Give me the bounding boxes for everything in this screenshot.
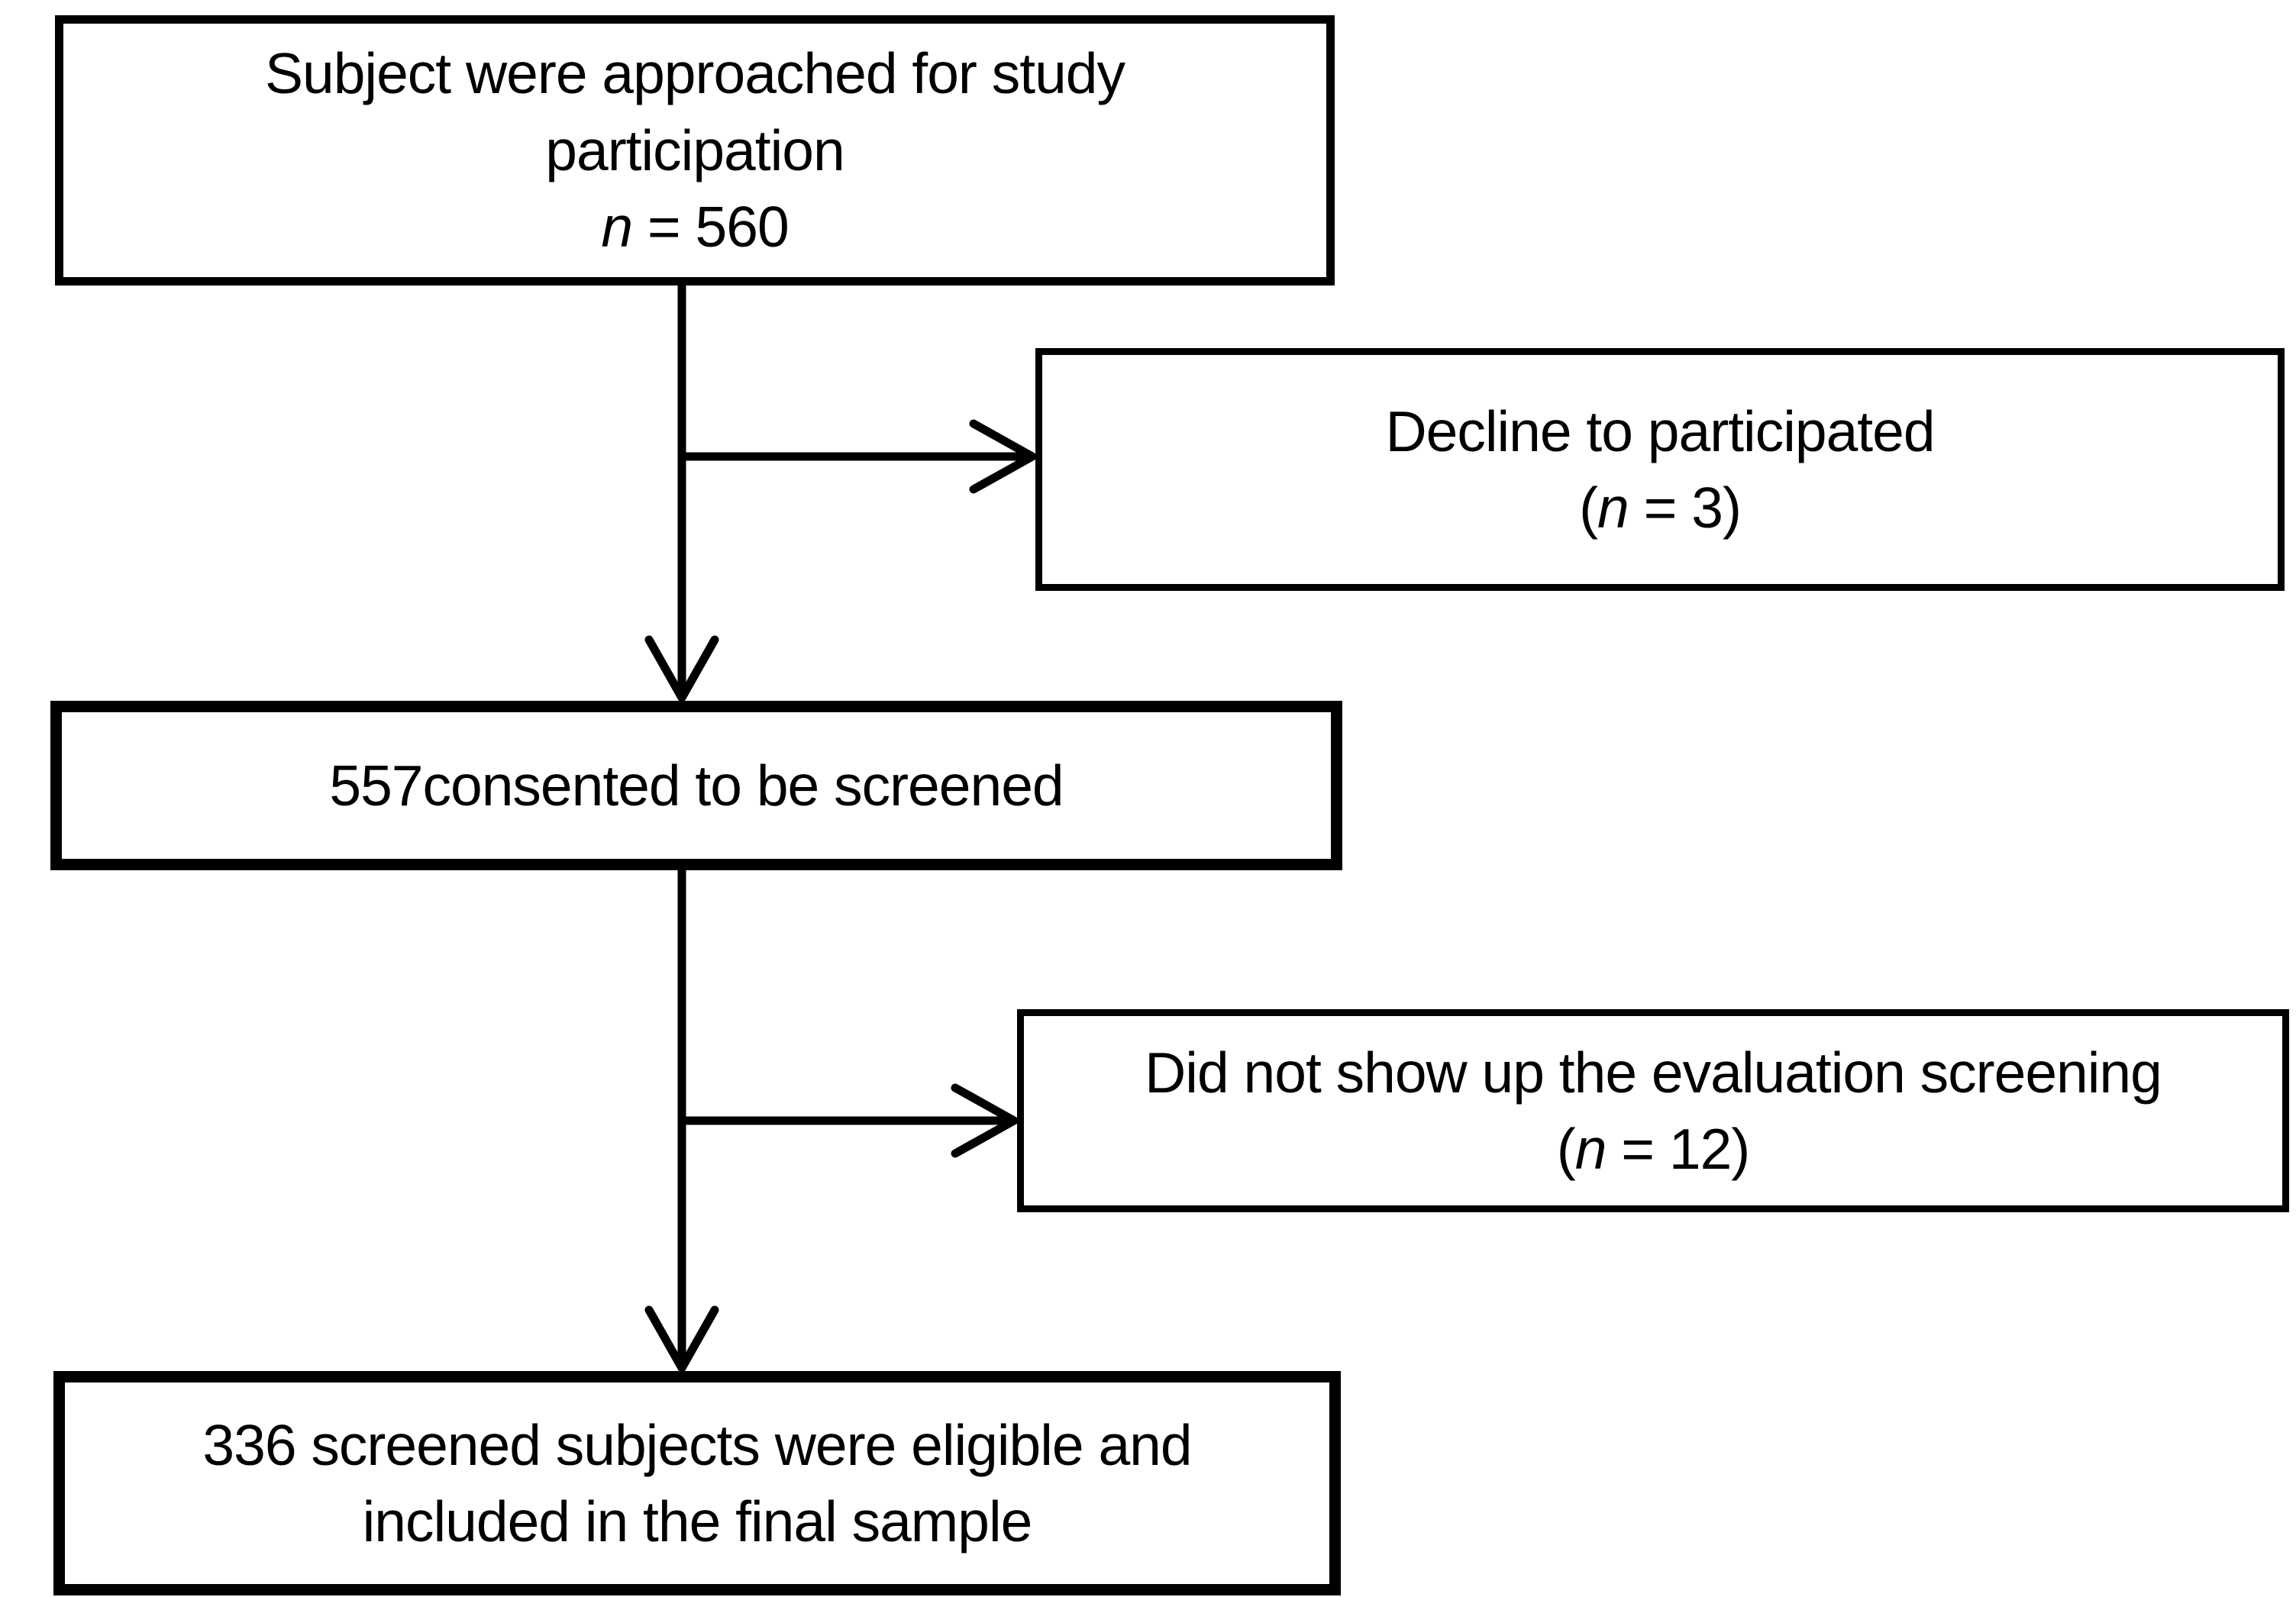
node-approached-line1: Subject were approached for study [264, 41, 1125, 106]
node-no-show-count: (n = 12) [1556, 1111, 1751, 1188]
node-final-sample-line2: included in the final sample [362, 1489, 1033, 1553]
n-symbol: n [601, 195, 633, 260]
node-approached-count: n = 560 [601, 189, 790, 266]
node-consented-line1: 557consented to be screened [329, 753, 1064, 818]
node-final-sample-line1: 336 screened subjects were eligible and [202, 1412, 1192, 1477]
arrow-branch-to-no-show [677, 1083, 1019, 1158]
node-final-sample: 336 screened subjects were eligible and … [53, 1371, 1341, 1595]
n-value: = 12) [1606, 1117, 1750, 1181]
node-declined: Decline to participated (n = 3) [1035, 348, 2285, 591]
node-approached-line2: participation [545, 118, 844, 182]
paren-open: ( [1556, 1117, 1576, 1181]
node-consented: 557consented to be screened [50, 701, 1342, 870]
n-value: = 3) [1628, 476, 1742, 540]
paren-open: ( [1579, 476, 1598, 540]
arrow-branch-to-declined [677, 419, 1037, 494]
n-symbol: n [1597, 476, 1629, 540]
node-declined-count: (n = 3) [1579, 469, 1742, 547]
node-approached: Subject were approached for study partic… [55, 15, 1335, 286]
node-no-show: Did not show up the evaluation screening… [1017, 1009, 2289, 1212]
n-value: = 560 [632, 195, 790, 260]
node-declined-line1: Decline to participated [1385, 398, 1935, 463]
arrow-approached-to-consented [644, 281, 719, 702]
node-no-show-line1: Did not show up the evaluation screening [1145, 1040, 2162, 1105]
n-symbol: n [1574, 1117, 1607, 1181]
